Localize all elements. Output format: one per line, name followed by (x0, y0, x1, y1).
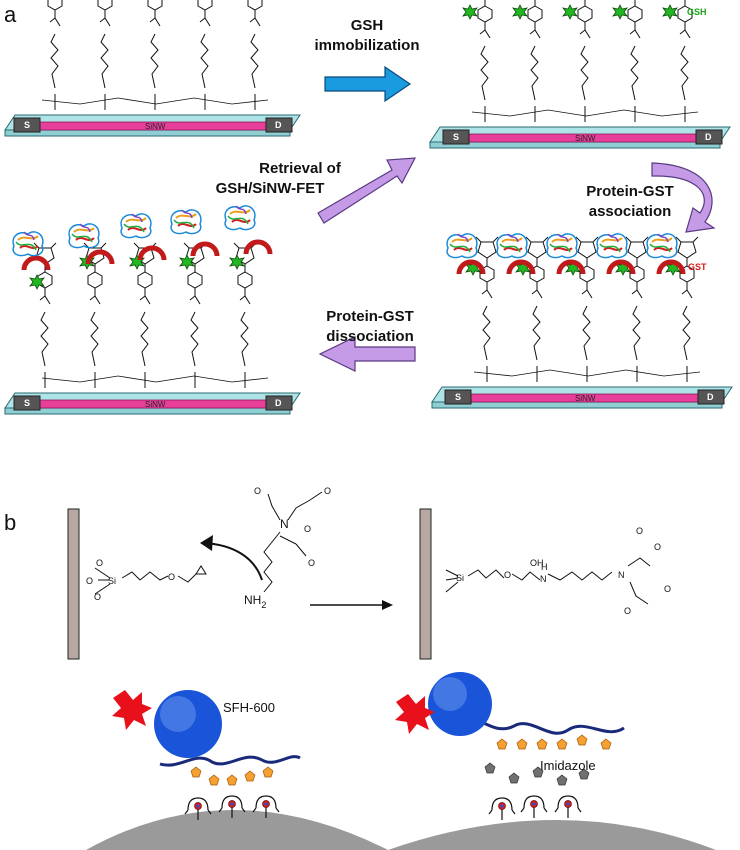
step-label-retrieval-2: GSH/SiNW-FET (216, 180, 325, 197)
imidazole-label: Imidazole (540, 758, 596, 773)
atom-si: Si (108, 576, 116, 586)
carboxylate-o: O (654, 542, 661, 552)
arrow-gsh-immobilization (324, 65, 412, 103)
gsh-label: GSH (687, 7, 707, 17)
drain-pad-label: D (707, 392, 714, 402)
drain-pad-label: D (275, 398, 282, 408)
source-pad-label: S (455, 392, 461, 402)
carboxylate-o: O (254, 486, 261, 496)
drain-pad-label: D (705, 132, 712, 142)
nta-n: N (280, 517, 289, 531)
panel-b-letter: b (4, 510, 16, 535)
nanowire-label: SiNW (145, 122, 166, 131)
step-label-gsh: GSH (351, 17, 384, 34)
curved-arrow (200, 535, 263, 581)
nta-modified-surface: Si O OH N H N O O O O (445, 526, 671, 616)
step-label-protein-gst-assoc: Protein-GST (586, 183, 674, 200)
step-label-association: association (589, 203, 672, 220)
step-label-dissociation: dissociation (326, 328, 414, 345)
drain-pad-label: D (275, 120, 282, 130)
nanowire-label: SiNW (575, 394, 596, 403)
arrow-protein-gst-association (651, 162, 716, 233)
gst-label: GST (688, 262, 707, 272)
atom-o: O (168, 572, 175, 582)
reaction-arrow (310, 600, 393, 610)
hydroxyl-oh: OH (530, 558, 544, 568)
carboxylate-o: O (636, 526, 643, 536)
carboxylate-o: O (308, 558, 315, 568)
protein-label: SFH-600 (223, 700, 275, 715)
nanowire-label: SiNW (575, 134, 596, 143)
device-top-left: S D SiNW (4, 0, 301, 137)
nanowire-label: SiNW (145, 400, 166, 409)
atom-si: Si (456, 573, 464, 583)
device-bottom-left: S D SiNW (4, 204, 301, 415)
step-label-retrieval-1: Retrieval of (259, 160, 342, 177)
amine-nh2: NH2 (244, 593, 266, 610)
device-bottom-right: S D SiNW GST (431, 232, 733, 409)
step-label-immobilization: immobilization (315, 37, 420, 54)
carboxylate-o: O (624, 606, 631, 616)
carboxylate-o: O (304, 524, 311, 534)
epoxysilane: O O Si O O (86, 558, 207, 602)
source-pad-label: S (24, 120, 30, 130)
source-pad-label: S (453, 132, 459, 142)
amino-nta-molecule: NH2 N O O O O (244, 486, 331, 610)
arrow-protein-gst-dissociation (318, 336, 416, 372)
step-label-protein-gst-dissoc: Protein-GST (326, 308, 414, 325)
protein-bound-state: SFH-600 (86, 690, 388, 850)
nta-n: N (618, 570, 625, 580)
source-pad-label: S (24, 398, 30, 408)
protein-eluted-state: Imidazole (388, 672, 716, 850)
atom-o: O (94, 592, 101, 602)
atom-o: O (96, 558, 103, 568)
surface-wall-right (419, 508, 432, 660)
atom-o: O (86, 576, 93, 586)
device-top-right: S D SiNW GSH (429, 0, 731, 149)
secondary-amine-h: H (541, 562, 548, 572)
carboxylate-o: O (664, 584, 671, 594)
panel-a-letter: a (4, 2, 17, 27)
atom-o: O (504, 570, 511, 580)
carboxylate-o: O (324, 486, 331, 496)
surface-wall-left (67, 508, 80, 660)
secondary-amine: N (540, 574, 547, 584)
arrow-retrieval (317, 157, 417, 224)
